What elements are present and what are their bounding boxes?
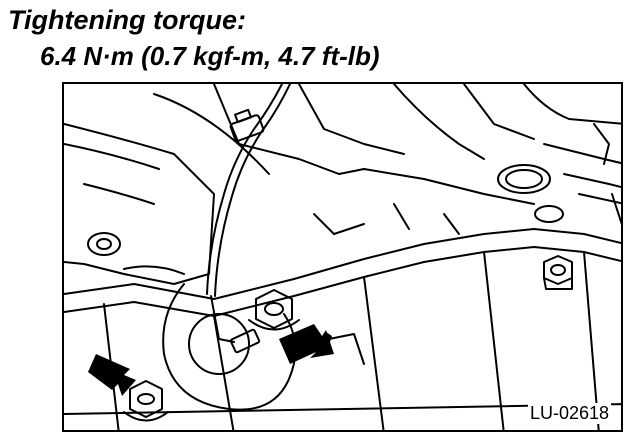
figure-reference: LU-02618: [527, 403, 611, 424]
engine-diagram: LU-02618: [62, 82, 623, 432]
torque-spec: 6.4 N·m (0.7 kgf-m, 4.7 ft-lb): [40, 41, 380, 71]
engine-illustration: [64, 84, 621, 430]
arrow-icon: [279, 324, 334, 364]
torque-title: Tightening torque:: [8, 5, 246, 35]
arrow-icon: [88, 354, 136, 396]
